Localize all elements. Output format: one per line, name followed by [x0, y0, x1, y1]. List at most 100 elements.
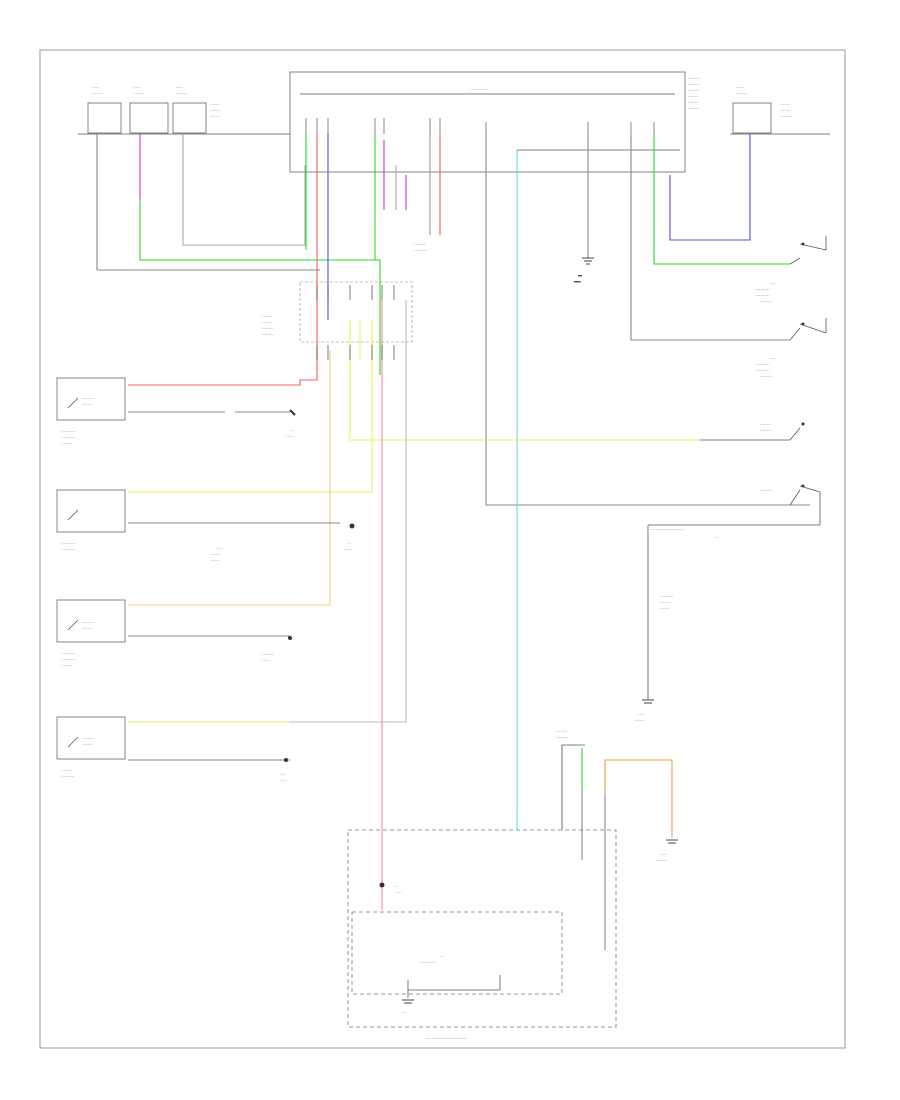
wire-yellow-main [349, 320, 700, 441]
right-fuse-box: ·············· ························ [730, 85, 830, 135]
main-junction-box: ············· [289, 71, 686, 173]
svg-text:········: ········ [62, 663, 73, 668]
svg-text:·······: ······· [660, 606, 669, 611]
svg-text:·····: ····· [395, 890, 402, 895]
svg-text:·····: ····· [280, 778, 287, 783]
svg-text:·······: ······· [210, 102, 219, 107]
svg-text:········: ········ [262, 314, 273, 319]
ground-meter: ············· [656, 839, 678, 863]
svg-text:······························: ······························· [425, 1036, 466, 1041]
svg-text:·············: ············· [470, 87, 487, 92]
svg-text:··········: ·········· [62, 651, 75, 656]
svg-text:········: ········ [176, 91, 187, 96]
back-door-lock-assembly: ················· ················· ····… [56, 716, 290, 783]
svg-text:·····: ····· [660, 852, 667, 857]
svg-text:·····: ····· [770, 281, 777, 286]
svg-text:·········: ········· [688, 82, 700, 87]
right-front-door-lock-assembly: ················· ······················… [56, 599, 292, 668]
svg-text:········: ········ [688, 106, 699, 111]
svg-text:··········: ·········· [62, 547, 75, 552]
svg-text:········: ········ [656, 858, 667, 863]
fuse-box-label: ······················ [210, 102, 221, 119]
svg-text:···········: ··········· [755, 362, 770, 367]
wire-gray-right [630, 134, 790, 341]
svg-text:··························: ·························· [650, 527, 685, 532]
svg-text:··: ·· [348, 541, 351, 546]
left-front-door-lock-assembly: ················· ······················… [56, 377, 296, 446]
svg-text:·······: ······· [688, 94, 697, 99]
svg-text:···········: ··········· [755, 287, 770, 292]
svg-text:·········: ········· [414, 242, 426, 247]
svg-text:········: ········ [62, 768, 73, 773]
svg-text:····: ···· [401, 1010, 406, 1015]
svg-text:·········: ········· [688, 76, 700, 81]
svg-text:·····: ····· [216, 546, 223, 551]
combination-meter-assembly: ······························· [347, 829, 617, 1041]
svg-text:·········: ········· [555, 729, 567, 734]
svg-text:········: ········ [660, 600, 671, 605]
backdoor-switch: ·········· [760, 484, 821, 525]
svg-text:··········: ·········· [760, 488, 773, 493]
junction-connector-bottom: ·························· ··· ·········… [634, 524, 820, 723]
svg-text:·········: ········· [262, 332, 274, 337]
svg-text:········: ········ [688, 100, 699, 105]
svg-text:··········: ·········· [62, 541, 75, 546]
svg-text:········: ········ [82, 742, 93, 747]
svg-text:········: ········ [760, 422, 771, 427]
svg-text:·······: ······· [780, 102, 789, 107]
junction-terminals [305, 118, 655, 134]
svg-text:··········: ·········· [62, 657, 75, 662]
svg-text:········: ········ [736, 91, 747, 96]
svg-text:····: ···· [280, 772, 285, 777]
svg-text:······: ······ [344, 547, 352, 552]
svg-text:········: ········ [634, 718, 645, 723]
svg-text:········: ········ [82, 402, 93, 407]
wire-green-right [653, 134, 790, 265]
wire-orange-ground [604, 759, 673, 838]
wire-orange-rf [128, 350, 331, 606]
svg-text:··········: ·········· [555, 735, 568, 740]
svg-text:·········: ········· [760, 299, 772, 304]
ground-top: ········ [574, 257, 594, 285]
upper-fuse-box-3: ············· [172, 85, 207, 134]
svg-text:··········: ·········· [62, 435, 75, 440]
upper-fuse-box-1: ············· [87, 85, 122, 134]
svg-text:·····: ····· [770, 356, 777, 361]
svg-text:·········: ········· [262, 652, 274, 657]
svg-text:···: ··· [290, 428, 294, 433]
svg-text:·······: ······· [210, 114, 219, 119]
svg-text:········: ········ [92, 91, 103, 96]
svg-text:··········: ·········· [62, 429, 75, 434]
svg-text:········: ········ [210, 108, 221, 113]
svg-text:··········: ·········· [660, 594, 673, 599]
joint-connector: ··············· ················· [262, 281, 413, 343]
wire-blue-right [669, 134, 751, 241]
wire-yellow-rear [128, 320, 373, 493]
svg-text:········: ········ [210, 552, 221, 557]
junction-connector-top: ··················· [414, 242, 427, 253]
svg-text:·········: ········· [780, 114, 792, 119]
meter-junction-connector: ··················· [555, 729, 585, 860]
svg-text:···: ··· [578, 273, 582, 278]
cpu-controller: ··············· ···· ······· [351, 884, 563, 1015]
svg-text:·····: ····· [574, 279, 581, 284]
svg-text:········: ········ [134, 91, 145, 96]
svg-text:······: ······ [286, 434, 294, 439]
svg-text:·····: ····· [92, 85, 99, 90]
svg-text:·····: ····· [134, 85, 141, 90]
svg-text:········: ········ [262, 326, 273, 331]
svg-text:········: ········ [82, 626, 93, 631]
right-front-door-switch: ················ ···················· [755, 318, 827, 379]
joint-pins [316, 285, 395, 360]
svg-text:·········: ········· [760, 428, 772, 433]
svg-text:··: ·· [395, 884, 398, 889]
left-front-door-switch: ················ ···················· [755, 236, 827, 304]
svg-text:········: ········ [688, 88, 699, 93]
svg-text:·········: ········· [82, 620, 94, 625]
diagram-frame [39, 49, 846, 1049]
rear-left-door-lock-assembly: ···················· ········ ··········… [56, 489, 355, 563]
svg-text:·····: ····· [638, 712, 645, 717]
svg-text:·········: ········· [82, 396, 94, 401]
svg-text:···········: ··········· [755, 293, 770, 298]
